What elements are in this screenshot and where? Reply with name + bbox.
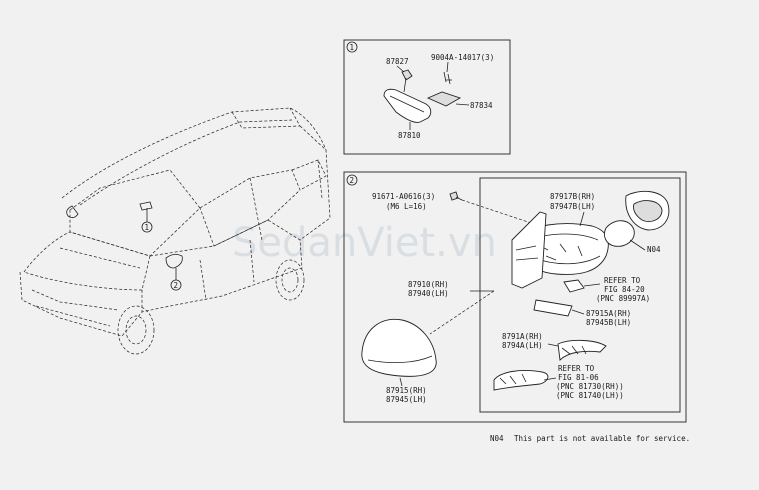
label-refer1-b: FIG 84-20 <box>604 285 645 294</box>
label-refer2-a: REFER TO <box>558 364 595 373</box>
vehicle-callout-2: 2 <box>170 268 182 291</box>
label-refer2-d: (PNC 81740(LH)) <box>556 391 624 400</box>
label-8791a: 8791A(RH) <box>502 332 543 341</box>
label-87917b: 87917B(RH) <box>550 192 595 201</box>
label-refer1-c: (PNC 89997A) <box>596 294 650 303</box>
vehicle-illustration <box>19 107 331 355</box>
group-1-callout: 1 <box>346 41 358 53</box>
label-refer2-b: FIG 81-06 <box>558 373 599 382</box>
label-n04: N04 <box>647 245 661 254</box>
label-87940: 87940(LH) <box>408 289 449 298</box>
turn-signal-lamp <box>533 279 585 317</box>
group-1-frame <box>343 39 511 155</box>
label-refer1-a: REFER TO <box>604 276 641 285</box>
label-87945: 87945(LH) <box>386 395 427 404</box>
svg-text:2: 2 <box>350 176 355 185</box>
vehicle-callout-1: 1 <box>141 208 153 233</box>
group-2-callout: 2 <box>346 174 358 186</box>
side-turn-lamp-cover <box>557 339 607 361</box>
group-2-subframe <box>479 177 681 413</box>
label-87915a: 87915A(RH) <box>586 309 631 318</box>
footnote-code: N04 <box>490 434 504 443</box>
side-turn-lamp-lens <box>493 369 549 391</box>
svg-text:1: 1 <box>145 223 150 232</box>
label-87915: 87915(RH) <box>386 386 427 395</box>
group-2-frame <box>343 171 687 423</box>
inner-rear-view-mirror-assembly <box>383 69 462 123</box>
label-9004a: 9004A-14017(3) <box>431 53 494 62</box>
label-87947b: 87947B(LH) <box>550 202 595 211</box>
label-87834: 87834 <box>470 101 493 110</box>
label-87827: 87827 <box>386 57 409 66</box>
mirror-cover <box>361 318 437 377</box>
label-91671: 91671-A0616(3) <box>372 192 435 201</box>
label-87910: 87910(RH) <box>408 280 449 289</box>
label-91671-spec: (M6 L=16) <box>386 202 427 211</box>
svg-text:2: 2 <box>174 281 179 290</box>
outer-mirror-assembly <box>511 211 609 289</box>
label-87810: 87810 <box>398 131 421 140</box>
watermark-text: SedanViet.vn <box>232 220 497 266</box>
svg-text:1: 1 <box>350 43 355 52</box>
label-refer2-c: (PNC 81730(RH)) <box>556 382 624 391</box>
bolt-91671 <box>449 191 463 201</box>
mirror-glass <box>603 190 670 247</box>
label-87945b: 87945B(LH) <box>586 318 631 327</box>
label-8794a: 8794A(LH) <box>502 341 543 350</box>
footnote-text: This part is not available for service. <box>514 434 690 443</box>
